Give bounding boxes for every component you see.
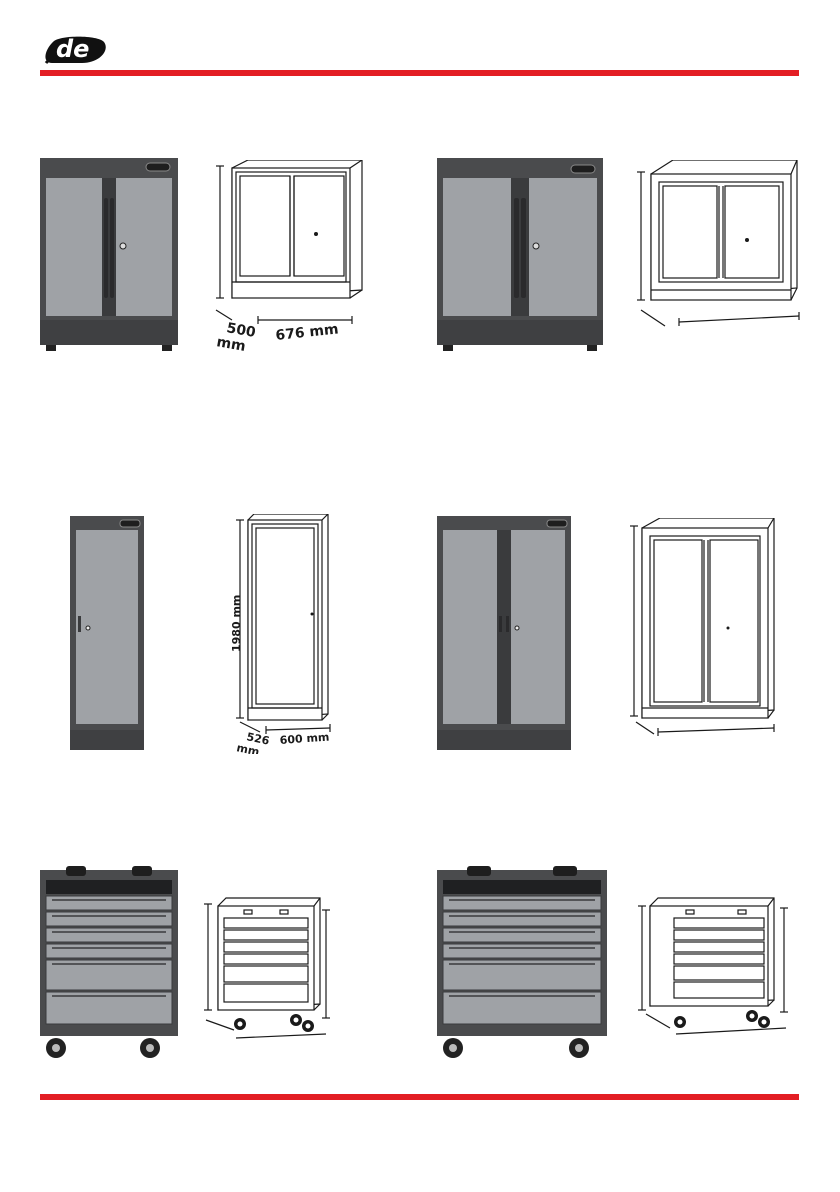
low-cabinet-wide-photo [437,158,603,352]
low-cabinet-wide-drawing [635,160,805,340]
trolley-7-drawer-drawing [196,896,332,1046]
trolley-7-drawer-wide-photo [437,866,607,1060]
width-label: 676 mm [275,321,340,344]
tall-cabinet-single-drawing: 1980 mm 526 mm 600 mm [226,514,338,754]
header-rule [40,70,799,76]
footer-rule [40,1094,799,1100]
language-badge: de [40,36,110,62]
language-code: de [56,35,89,63]
height-label: 1980 mm [230,595,243,652]
width-label: 600 mm [279,731,330,747]
trolley-7-drawer-wide-drawing [634,896,800,1046]
low-cabinet-small-drawing: 500 mm 676 mm [212,160,372,360]
low-cabinet-small-photo [40,158,178,352]
tall-cabinet-single-photo [70,516,144,750]
tall-cabinet-double-drawing [628,518,778,744]
tall-cabinet-double-photo [437,516,571,750]
trolley-7-drawer-photo [40,866,178,1060]
